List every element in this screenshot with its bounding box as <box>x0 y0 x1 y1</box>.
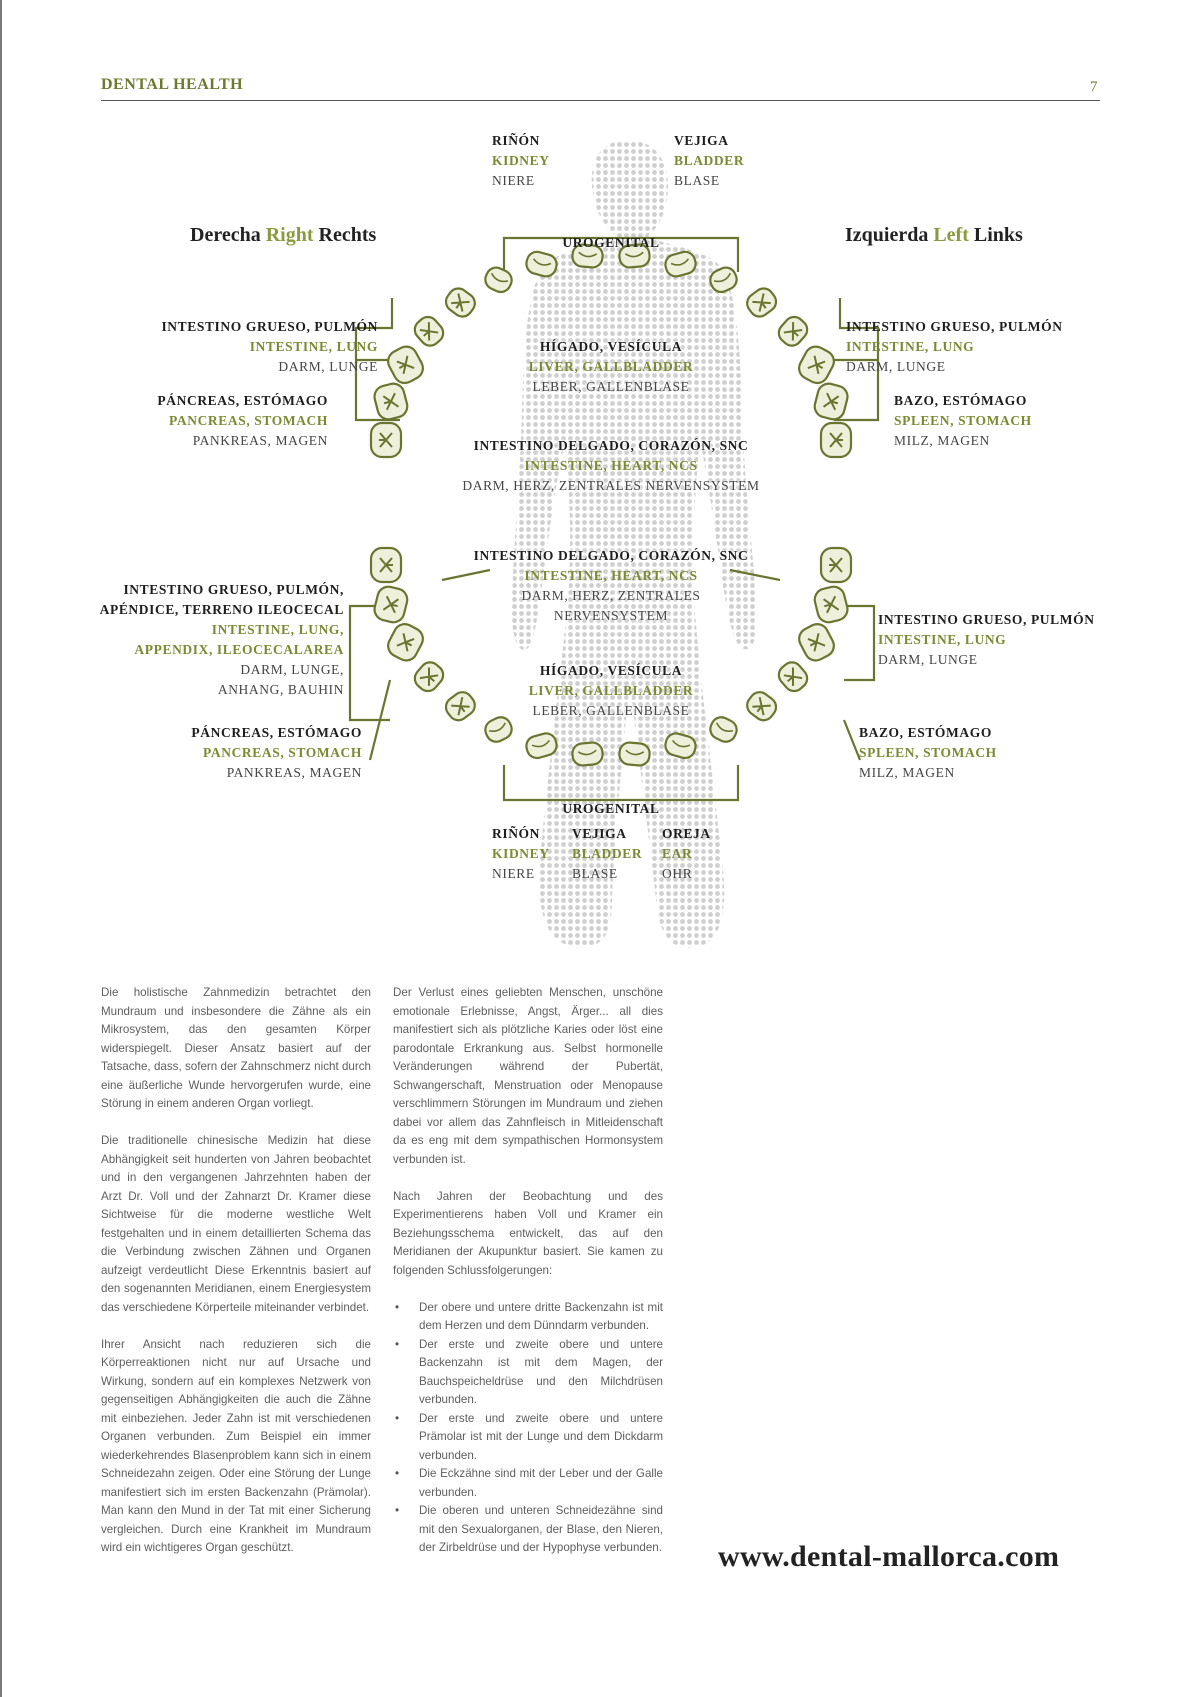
bottom-liver-label: HÍGADO, VESÍCULA LIVER, GALLBLADDER LEBE… <box>486 661 736 721</box>
heading-es: Izquierda <box>845 224 928 246</box>
molar-tooth <box>371 548 401 582</box>
premolar-tooth <box>743 688 780 724</box>
top-bladder-label: VEJIGA BLADDER BLASE <box>674 131 744 191</box>
premolar-tooth <box>775 313 812 350</box>
heading-es: Derecha <box>190 224 261 246</box>
paragraph: Die traditionelle chinesische Medizin ha… <box>101 1132 371 1317</box>
top-urogenital-label: UROGENITAL <box>536 233 686 253</box>
section-title: DENTAL HEALTH <box>101 76 243 94</box>
body-column-2: Der Verlust eines geliebten Menschen, un… <box>393 984 663 1558</box>
left-side-heading: Izquierda Left Links <box>845 224 1023 247</box>
molar-tooth <box>372 584 409 624</box>
bottom-urogenital-label: UROGENITAL <box>536 799 686 819</box>
tooth-organ-diagram: Derecha Right Rechts Izquierda Left Link… <box>0 120 1200 960</box>
paragraph: Nach Jahren der Beobachtung und des Expe… <box>393 1188 663 1281</box>
canine-tooth <box>482 264 515 295</box>
top-right-intestine-label: INTESTINO GRUESO, PULMÓN INTESTINE, LUNG… <box>130 317 378 377</box>
header-divider <box>101 100 1100 101</box>
molar-tooth <box>384 343 427 387</box>
molar-tooth <box>812 381 850 421</box>
bottom-kidney-label: RIÑÓN KIDNEY NIERE <box>492 824 550 884</box>
premolar-tooth <box>442 285 479 321</box>
premolar-tooth <box>743 285 780 321</box>
molar-tooth <box>812 584 849 624</box>
incisor-tooth <box>619 742 651 767</box>
premolar-tooth <box>442 688 479 724</box>
incisor-tooth <box>572 742 604 767</box>
bottom-left-spleen-label: BAZO, ESTÓMAGO SPLEEN, STOMACH MILZ, MAG… <box>859 723 997 783</box>
list-item: Die Eckzähne sind mit der Leber und der … <box>393 1465 663 1502</box>
molar-tooth <box>795 343 838 387</box>
premolar-tooth <box>411 658 447 695</box>
paragraph: Die holistische Zahnmedizin betrachtet d… <box>101 984 371 1114</box>
bottom-ear-label: OREJA EAR OHR <box>662 824 711 884</box>
conclusions-list: Der obere und untere dritte Backenzahn i… <box>393 1299 663 1558</box>
top-liver-label: HÍGADO, VESÍCULA LIVER, GALLBLADDER LEBE… <box>486 337 736 397</box>
list-item: Der obere und untere dritte Backenzahn i… <box>393 1299 663 1336</box>
heading-en: Right <box>266 224 314 246</box>
list-item: Die oberen und unteren Schneidezähne sin… <box>393 1502 663 1558</box>
premolar-tooth <box>775 658 811 695</box>
list-item: Der erste und zweite obere und untere Pr… <box>393 1410 663 1466</box>
molar-tooth <box>795 620 837 664</box>
heading-de: Links <box>974 224 1023 246</box>
page-number: 7 <box>1090 79 1098 96</box>
body-column-1: Die holistische Zahnmedizin betrachtet d… <box>101 984 371 1576</box>
website-url[interactable]: www.dental-mallorca.com <box>718 1540 1059 1574</box>
incisor-tooth <box>524 250 559 279</box>
molar-tooth <box>371 423 401 457</box>
top-left-intestine-label: INTESTINO GRUESO, PULMÓN INTESTINE, LUNG… <box>846 317 1063 377</box>
bottom-bladder-label: VEJIGA BLADDER BLASE <box>572 824 642 884</box>
paragraph: Ihrer Ansicht nach reduzieren sich die K… <box>101 1336 371 1558</box>
heading-en: Left <box>933 224 969 246</box>
molar-tooth <box>372 381 410 421</box>
top-heart-label: INTESTINO DELGADO, CORAZÓN, SNC INTESTIN… <box>436 436 786 496</box>
paragraph: Der Verlust eines geliebten Menschen, un… <box>393 984 663 1169</box>
list-item: Der erste und zweite obere und untere Ba… <box>393 1336 663 1410</box>
top-left-spleen-label: BAZO, ESTÓMAGO SPLEEN, STOMACH MILZ, MAG… <box>894 391 1032 451</box>
molar-tooth <box>384 620 426 664</box>
molar-tooth <box>821 423 851 457</box>
premolar-tooth <box>411 313 448 350</box>
right-side-heading: Derecha Right Rechts <box>190 224 376 247</box>
top-right-pancreas-label: PÁNCREAS, ESTÓMAGO PANCREAS, STOMACH PAN… <box>130 391 328 451</box>
bottom-right-pancreas-label: PÁNCREAS, ESTÓMAGO PANCREAS, STOMACH PAN… <box>150 723 362 783</box>
bottom-left-intestine-label: INTESTINO GRUESO, PULMÓN INTESTINE, LUNG… <box>878 610 1095 670</box>
top-kidney-label: RIÑÓN KIDNEY NIERE <box>492 131 550 191</box>
bottom-right-intestine-label: INTESTINO GRUESO, PULMÓN, APÉNDICE, TERR… <box>60 580 344 700</box>
bottom-heart-label: INTESTINO DELGADO, CORAZÓN, SNC INTESTIN… <box>436 546 786 626</box>
heading-de: Rechts <box>319 224 377 246</box>
molar-tooth <box>821 548 851 582</box>
